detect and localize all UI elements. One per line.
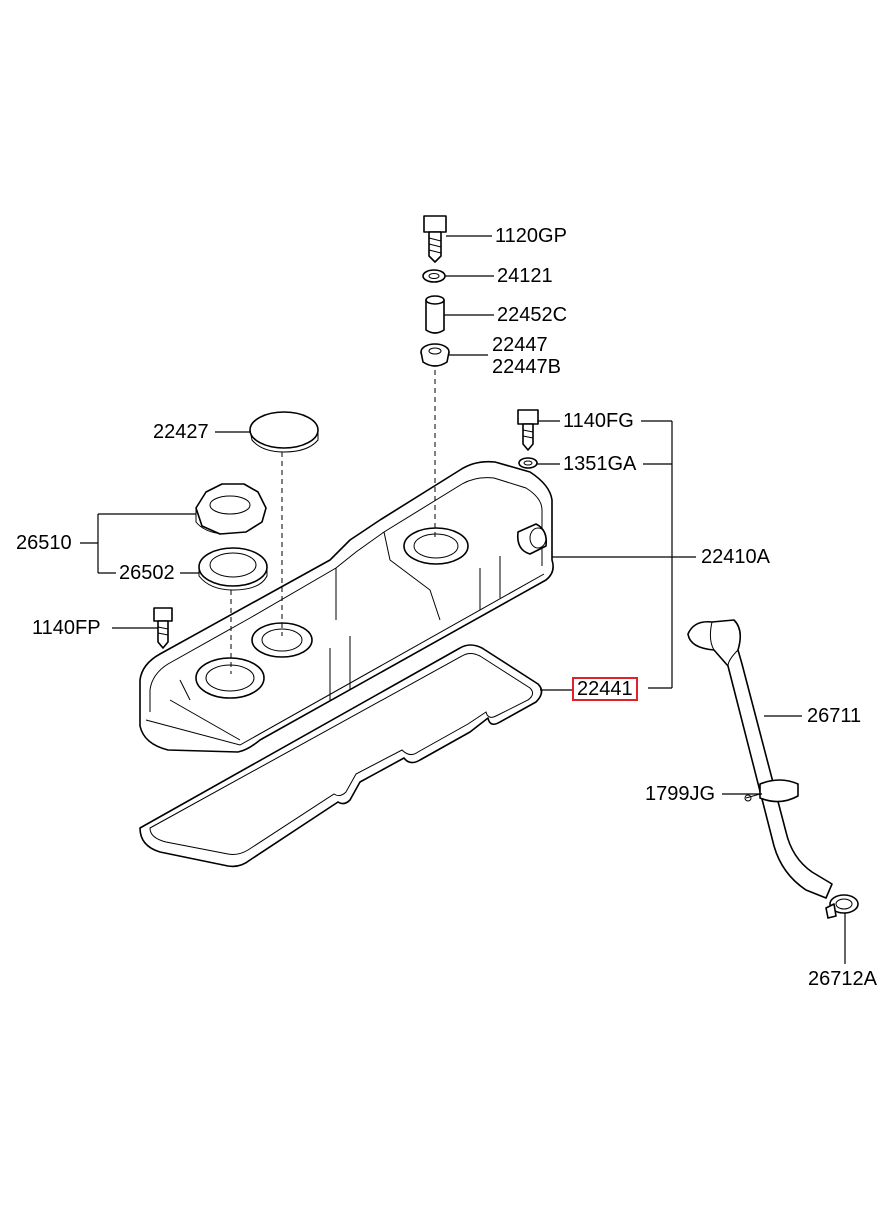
rocker-cover-22410A-drawing[interactable] bbox=[139, 460, 554, 753]
hose-clip-drawing[interactable] bbox=[744, 779, 799, 803]
bolt-1140FG-drawing[interactable] bbox=[517, 409, 539, 451]
label-1351GA[interactable]: 1351GA bbox=[563, 453, 637, 475]
label-1799JG[interactable]: 1799JG bbox=[645, 783, 716, 805]
label-22427[interactable]: 22427 bbox=[153, 421, 209, 443]
cap-gasket-drawing[interactable] bbox=[198, 547, 268, 591]
label-26510[interactable]: 26510 bbox=[16, 532, 72, 554]
label-26502[interactable]: 26502 bbox=[119, 562, 175, 584]
label-1140FP[interactable]: 1140FP bbox=[32, 617, 101, 639]
washer-24121-drawing[interactable] bbox=[422, 269, 446, 283]
breather-hose-drawing[interactable] bbox=[687, 619, 833, 899]
sleeve-22452C-drawing[interactable] bbox=[425, 295, 445, 334]
hose-clamp-drawing[interactable] bbox=[825, 894, 859, 919]
label-22410A[interactable]: 22410A bbox=[701, 546, 770, 568]
label-22447B[interactable]: 22447B bbox=[492, 356, 561, 378]
label-22447[interactable]: 22447 bbox=[492, 334, 548, 356]
label-22452C[interactable]: 22452C bbox=[497, 304, 568, 326]
leader-lines bbox=[80, 235, 846, 964]
label-1140FG[interactable]: 1140FG bbox=[563, 410, 634, 432]
plug-drawing[interactable] bbox=[249, 411, 319, 453]
assembly-center-lines bbox=[230, 370, 436, 674]
label-1120GP[interactable]: 1120GP bbox=[495, 225, 567, 247]
bolt-1140FP-drawing[interactable] bbox=[153, 607, 173, 649]
grommet-22447-drawing[interactable] bbox=[420, 343, 450, 367]
gasket-22441-drawing[interactable] bbox=[139, 644, 543, 868]
label-22441-highlighted[interactable]: 22441 bbox=[572, 677, 638, 701]
oil-filler-cap-drawing[interactable] bbox=[195, 483, 267, 535]
label-26711[interactable]: 26711 bbox=[807, 705, 862, 727]
label-24121[interactable]: 24121 bbox=[497, 265, 553, 287]
washer-1351GA-drawing[interactable] bbox=[518, 457, 538, 469]
label-26712A[interactable]: 26712A bbox=[808, 968, 877, 990]
bolt-1120GP-drawing[interactable] bbox=[423, 215, 447, 263]
